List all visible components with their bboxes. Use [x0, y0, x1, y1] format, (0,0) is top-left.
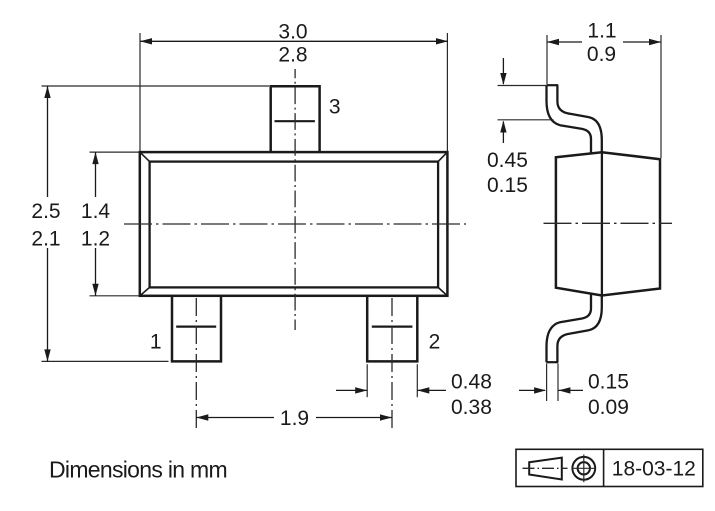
svg-text:18-03-12: 18-03-12 — [612, 458, 696, 481]
svg-text:0.09: 0.09 — [588, 396, 629, 419]
svg-text:2.5: 2.5 — [31, 200, 60, 223]
svg-text:1.1: 1.1 — [587, 20, 616, 43]
svg-text:3.0: 3.0 — [278, 21, 307, 44]
svg-text:Dimensions in mm: Dimensions in mm — [49, 456, 227, 482]
svg-text:2.1: 2.1 — [31, 228, 60, 251]
svg-text:1.9: 1.9 — [280, 407, 309, 430]
svg-text:2: 2 — [429, 331, 441, 354]
svg-text:0.45: 0.45 — [487, 149, 528, 172]
svg-text:1.2: 1.2 — [81, 228, 110, 251]
svg-text:0.38: 0.38 — [451, 396, 492, 419]
svg-text:0.15: 0.15 — [588, 371, 629, 394]
svg-text:1: 1 — [150, 331, 162, 354]
svg-text:1.4: 1.4 — [81, 200, 111, 223]
svg-text:3: 3 — [329, 96, 341, 119]
svg-text:0.9: 0.9 — [587, 43, 616, 66]
svg-text:0.15: 0.15 — [487, 174, 528, 197]
svg-text:2.8: 2.8 — [278, 44, 307, 67]
svg-text:0.48: 0.48 — [451, 371, 492, 394]
